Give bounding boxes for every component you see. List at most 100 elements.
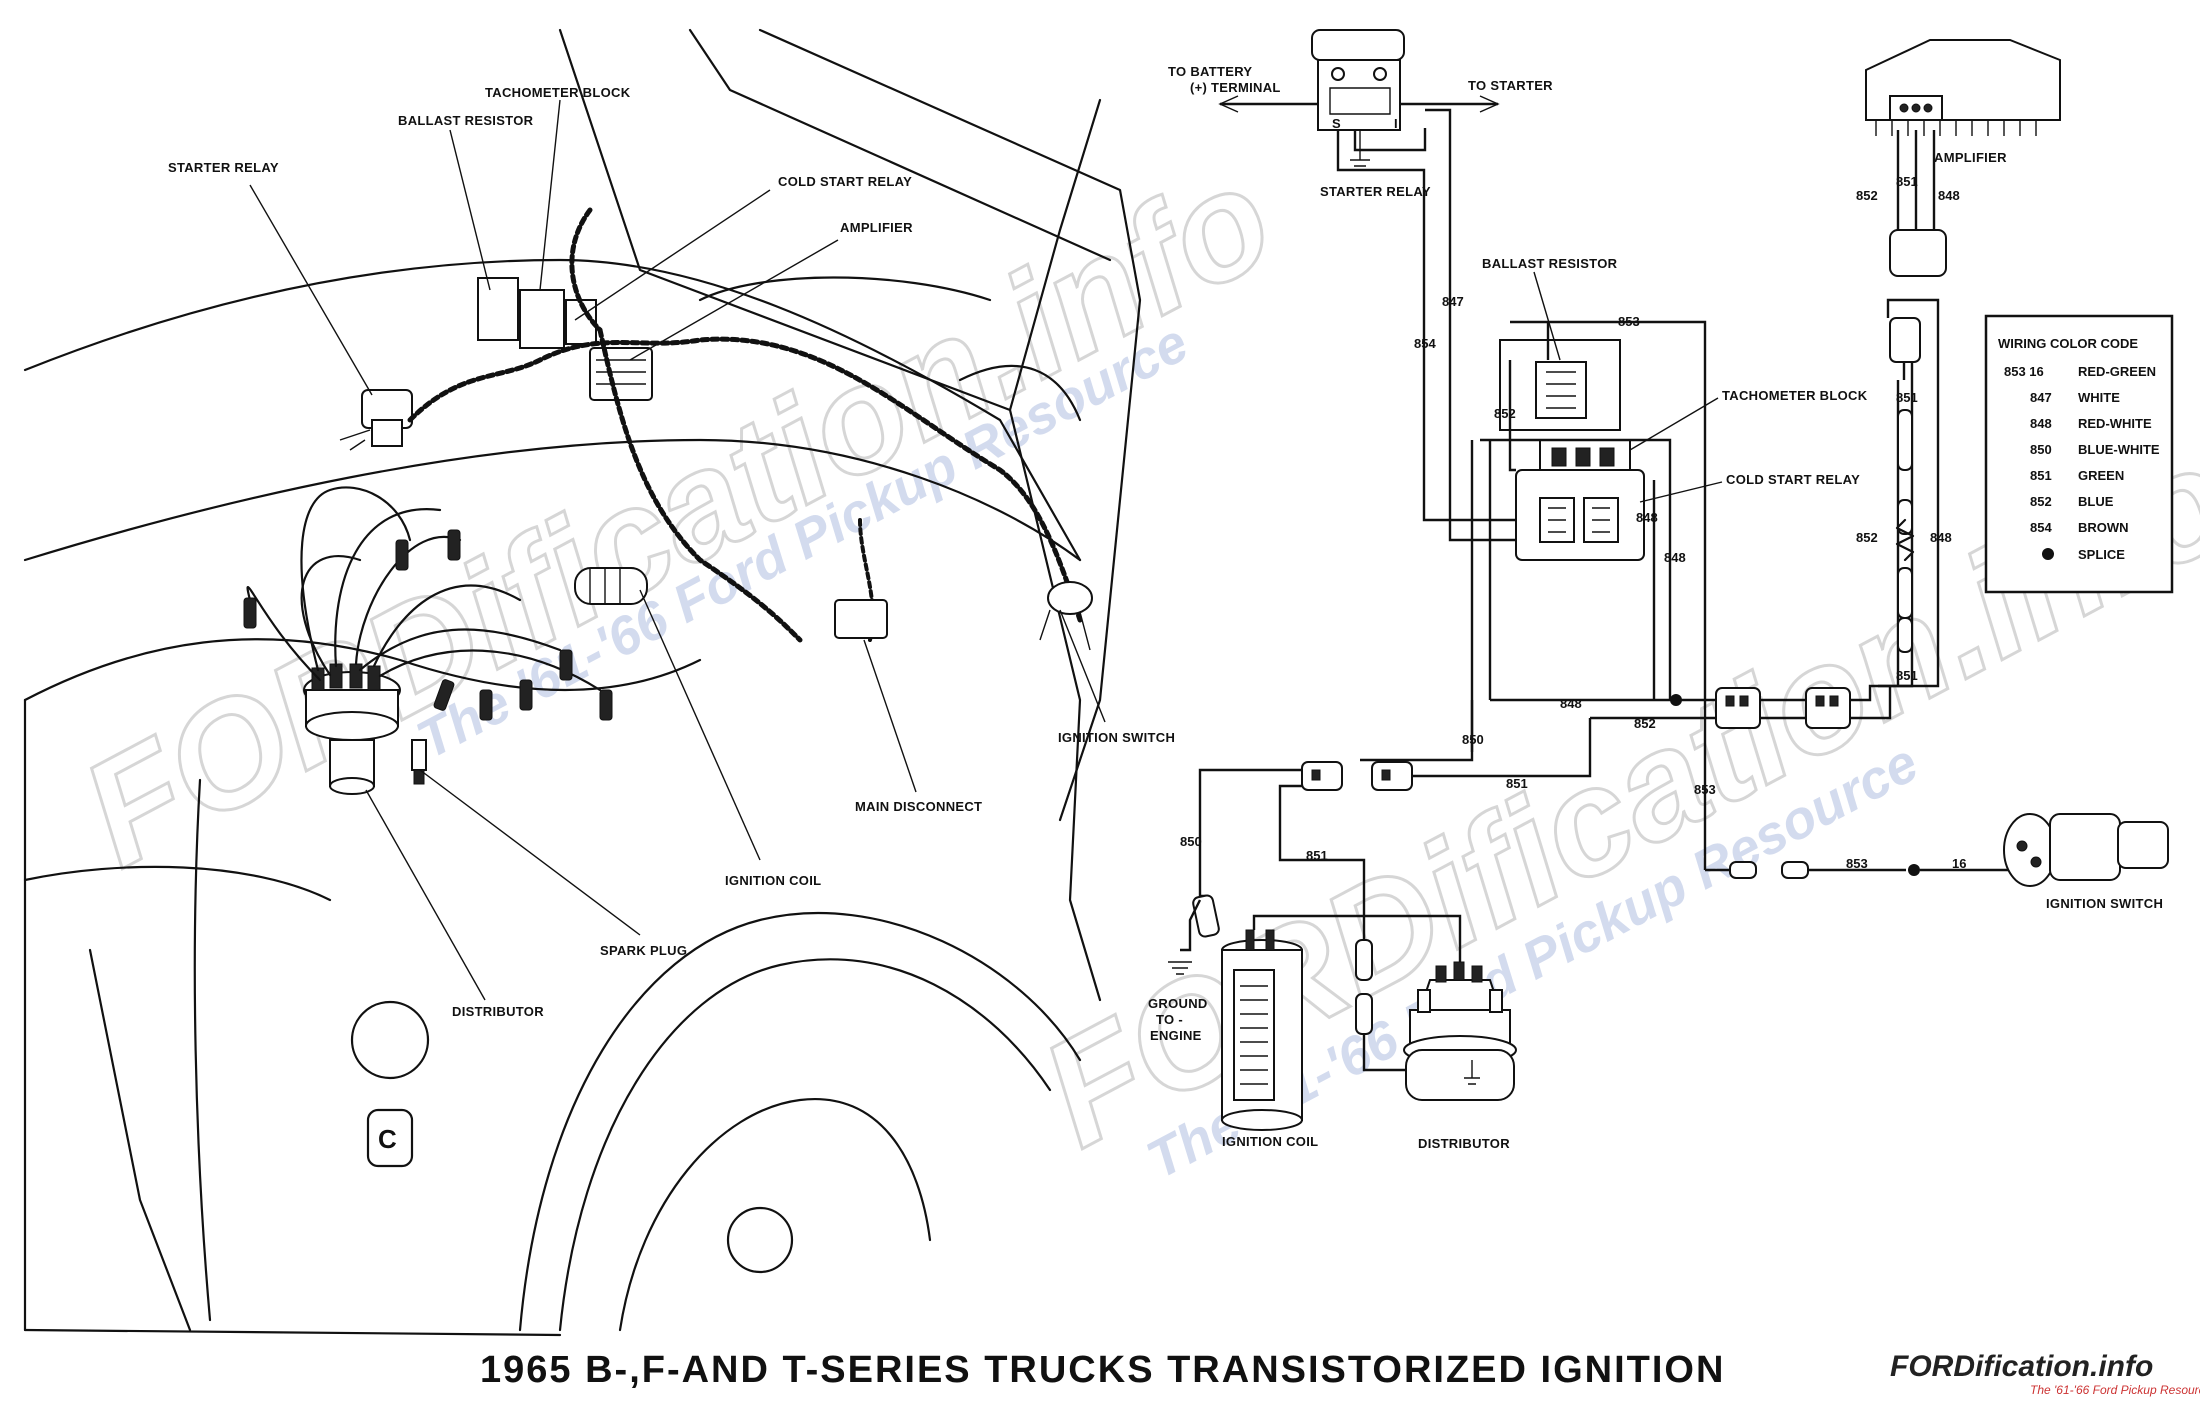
wire-851-amp-label: 851	[1896, 174, 1918, 189]
ignition-coil-part-left	[574, 567, 648, 605]
label-schematic-starter-relay: STARTER RELAY	[1320, 184, 1431, 199]
splice-853-16	[1908, 864, 1920, 876]
label-ignition-switch: IGNITION SWITCH	[1058, 730, 1175, 745]
schematic: S I TO BATTERY (+) TERMINAL TO STARTER S…	[1148, 29, 2169, 1151]
label-ground-1: GROUND	[1148, 996, 1208, 1011]
legend-splice-dot	[2042, 548, 2054, 560]
schematic-tachometer-block	[1539, 439, 1631, 475]
wire-outer-box-right	[1480, 438, 1672, 700]
legend-color-6: BROWN	[2078, 520, 2129, 535]
wire-853-top-label: 853	[1618, 314, 1640, 329]
legend-color-4: GREEN	[2078, 468, 2124, 483]
fender-emblem-letter: C	[378, 1124, 397, 1154]
label-spark-plug: SPARK PLUG	[600, 943, 687, 958]
diagram-title: 1965 B-,F-AND T-SERIES TRUCKS TRANSISTOR…	[480, 1349, 1725, 1391]
label-ballast-resistor: BALLAST RESISTOR	[398, 113, 534, 128]
hood-top-edge	[23, 258, 1082, 562]
wire-852-amp-label: 852	[1856, 188, 1878, 203]
cab-roof-line	[688, 28, 1112, 262]
ground-lead	[1180, 899, 1202, 952]
wire-connector-bridge	[1760, 698, 1806, 720]
wire-851-to-dist	[1362, 1034, 1406, 1072]
wire-848-label-1: 848	[1636, 510, 1658, 525]
amp-inline-parts	[1895, 409, 1915, 653]
terminal-s: S	[1332, 116, 1341, 131]
amp-leads	[1896, 130, 1936, 230]
grille-edge	[193, 778, 212, 1322]
label-schematic-ignition-switch: IGNITION SWITCH	[2046, 896, 2163, 911]
label-tachometer-block: TACHOMETER BLOCK	[485, 85, 631, 100]
wire-851-label-1: 851	[1506, 776, 1528, 791]
wire-amp-loop	[1878, 298, 1940, 688]
label-amplifier: AMPLIFIER	[840, 220, 913, 235]
label-schematic-distributor: DISTRIBUTOR	[1418, 1136, 1510, 1151]
wiring-harness-main	[407, 336, 1083, 623]
wire-16-label: 16	[1952, 856, 1966, 871]
distributor-part-left	[303, 663, 401, 795]
main-disconnect-part	[834, 599, 888, 639]
truck-illustration: C	[23, 28, 1175, 1337]
tire-outline	[618, 1097, 932, 1332]
wire-850-label-1: 850	[1462, 732, 1484, 747]
wire-851-amp-label-2: 851	[1896, 390, 1918, 405]
wire-853-label-3: 853	[1846, 856, 1868, 871]
connector-853-b	[1781, 861, 1809, 879]
label-positive-terminal: (+) TERMINAL	[1190, 80, 1281, 95]
firewall-top	[958, 364, 1082, 422]
fender-top	[23, 638, 702, 702]
wire-852-ballast	[1508, 360, 1516, 472]
label-ignition-coil: IGNITION COIL	[725, 873, 821, 888]
wire-847-label: 847	[1442, 294, 1464, 309]
schematic-amplifier	[1865, 39, 2061, 136]
label-to-battery: TO BATTERY	[1168, 64, 1252, 79]
wire-853-vertical	[1510, 320, 1707, 870]
spark-plug-wires	[243, 486, 613, 721]
watermark: FORDification.info The '61-'66 Ford Pick…	[55, 130, 2200, 1190]
wire-854-label: 854	[1414, 336, 1436, 351]
wire-851-amp-label-3: 851	[1896, 668, 1918, 683]
wire-850-label-2: 850	[1180, 834, 1202, 849]
label-starter-relay: STARTER RELAY	[168, 160, 279, 175]
watermark-text-left: FORDification.info	[56, 132, 1297, 898]
wheel-arch-inner	[558, 958, 1052, 1332]
spark-plug-part	[411, 739, 427, 785]
schematic-starter-relay: S I	[1311, 29, 1405, 167]
leader-cold-start	[1639, 481, 1723, 503]
wire-848-amp-label-2: 848	[1930, 530, 1952, 545]
wire-852-ballast-label: 852	[1494, 406, 1516, 421]
schematic-ignition-switch	[2003, 813, 2169, 887]
wheel-arch-outer	[518, 911, 1082, 1332]
amplifier-part	[589, 347, 653, 401]
label-schematic-tachometer-block: TACHOMETER BLOCK	[1722, 388, 1868, 403]
connector-coil-pair	[1301, 761, 1413, 791]
wire-851-label-2: 851	[1306, 848, 1328, 863]
legend-code-6: 854	[2030, 520, 2052, 535]
legend-color-5: BLUE	[2078, 494, 2114, 509]
legend-code-1: 847	[2030, 390, 2052, 405]
fender-emblem	[366, 1108, 414, 1168]
schematic-cold-start-relay	[1515, 469, 1645, 561]
label-schematic-ignition-coil: IGNITION COIL	[1222, 1134, 1318, 1149]
wire-852-label-2: 852	[1634, 716, 1656, 731]
label-cold-start-relay: COLD START RELAY	[778, 174, 912, 189]
logo-tagline: The '61-'66 Ford Pickup Resource	[2030, 1383, 2200, 1397]
leader-ballast	[1533, 271, 1561, 361]
legend-code-0: 853 16	[2004, 364, 2044, 379]
legend-heading: WIRING COLOR CODE	[1998, 336, 2138, 351]
door-pillar	[758, 28, 1142, 822]
wire-relay-loop	[1353, 128, 1427, 152]
wheel-hub	[726, 1206, 794, 1274]
wire-850-mid	[1360, 700, 1474, 762]
wire-848-amp-label: 848	[1938, 188, 1960, 203]
wiring-harness-down	[597, 327, 803, 643]
wiring-harness-up	[569, 207, 603, 333]
label-schematic-ballast-resistor: BALLAST RESISTOR	[1482, 256, 1618, 271]
legend-code-5: 852	[2030, 494, 2052, 509]
front-panel-bottom	[23, 1328, 562, 1337]
leader-lines	[249, 99, 1106, 1001]
wire-851-horizontal	[1412, 718, 1592, 778]
connector-853-a	[1729, 861, 1757, 879]
label-main-disconnect: MAIN DISCONNECT	[855, 799, 982, 814]
